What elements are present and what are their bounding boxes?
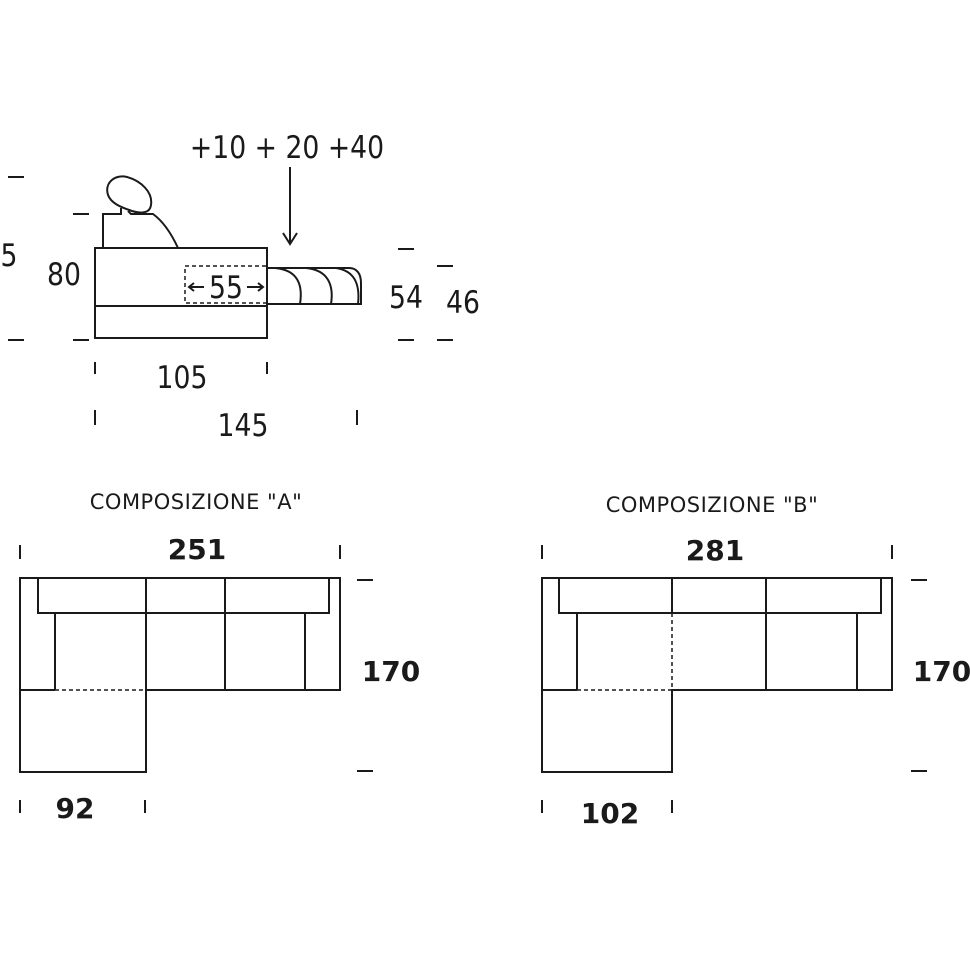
composition-b-outline [541,577,893,773]
b-back-cushion-1 [558,577,673,614]
seat-height-alt-label: 46 [446,284,480,320]
b-back-cushion-2 [671,577,767,614]
composition-a-outline [19,577,341,773]
extended-depth-label: 145 [218,407,269,443]
footrest-segment-1 [274,267,302,305]
headrest-cushion [106,175,153,214]
seat-depth-label: 105 [157,359,208,395]
composition-b: COMPOSIZIONE "B" 281 170 102 [541,493,970,830]
seat-height-label: 54 [389,279,423,315]
slide-arrowhead-right [257,282,265,292]
b-back-cushion-3 [765,577,882,614]
seat-block [94,247,268,307]
recline-arrowhead [282,232,298,246]
a-back-cushion-3 [224,577,330,614]
composition-a-width-label: 251 [168,533,226,566]
slide-arrowhead-left [187,282,195,292]
side-view: 55 +10 + 20 +40 5 80 54 46 105 145 [1,129,480,443]
composition-a-depth-label: 170 [362,655,420,688]
back-height-label: 80 [47,256,81,292]
base-block [94,305,268,339]
footrest-segment-2 [305,267,333,305]
composition-b-chaise-label: 102 [581,797,639,830]
a-back-cushion-2 [145,577,226,614]
slide-mechanism-box [184,265,268,304]
headrest-slide-label: 55 [209,269,243,305]
a-back-cushion-1 [37,577,147,614]
composition-b-title: COMPOSIZIONE "B" [606,493,819,517]
footrest-segment-3 [335,267,360,305]
composition-a-chaise-label: 92 [56,792,95,825]
composition-b-depth-label: 170 [913,655,970,688]
total-height-label: 5 [1,237,18,273]
composition-a-title: COMPOSIZIONE "A" [90,490,302,514]
composition-a: COMPOSIZIONE "A" 251 170 92 [19,490,420,825]
recline-label: +10 + 20 +40 [190,129,384,165]
headrest-support [102,208,179,249]
footrest-extension [266,267,362,305]
composition-b-width-label: 281 [686,534,744,567]
